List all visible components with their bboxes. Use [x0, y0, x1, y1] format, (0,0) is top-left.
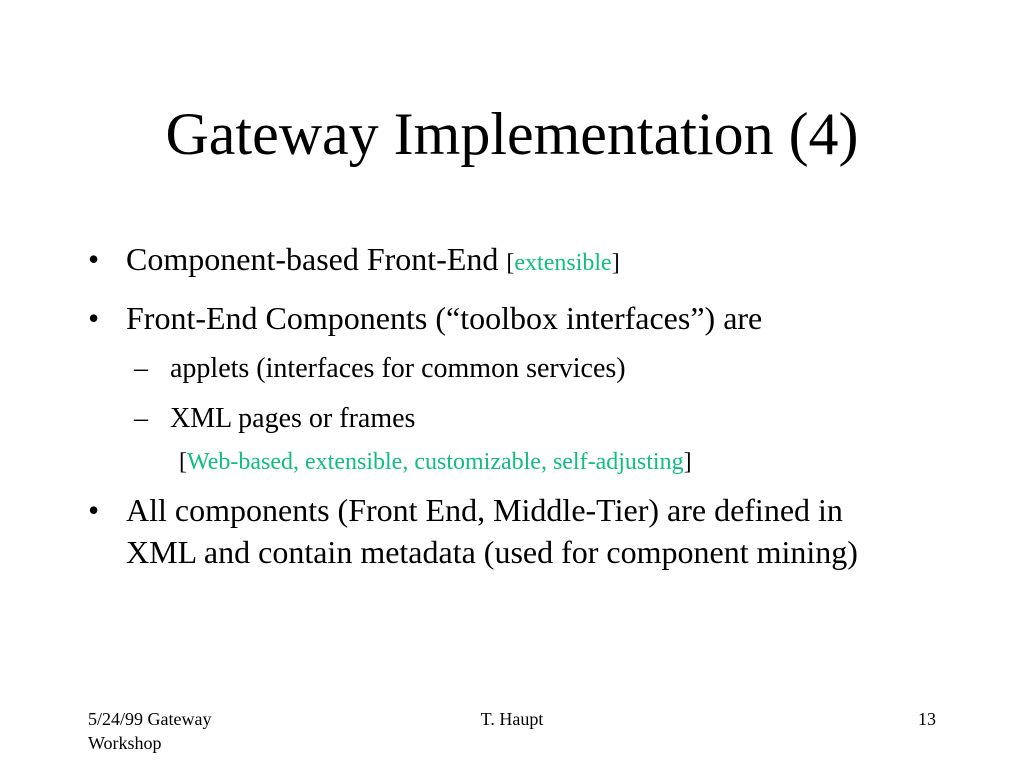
bracket-open: [ — [179, 449, 187, 475]
sub-bullet-marker: – — [134, 403, 148, 434]
accent-text: extensible — [514, 250, 612, 276]
sub-bullet-text: XML pages or frames — [170, 403, 416, 434]
bracket-open: [ — [506, 250, 515, 276]
bullet-marker: • — [88, 492, 100, 528]
sub-bullet-note: [Web-based, extensible, customizable, se… — [179, 447, 692, 477]
bullet-text: Front-End Components (“toolbox interface… — [126, 300, 763, 336]
footer-date-event: 5/24/99 Gateway Workshop — [88, 709, 212, 753]
bracket-close: ] — [683, 449, 692, 475]
footer-page-number: 13 — [918, 709, 936, 729]
bullet-marker: • — [88, 300, 100, 336]
bullet-text: Component-based Front-End [extensible] — [126, 240, 620, 282]
bullet-marker: • — [88, 241, 100, 277]
sub-bullet-marker: – — [134, 353, 148, 384]
bracket-close: ] — [611, 250, 620, 276]
footer-author: T. Haupt — [480, 709, 544, 729]
bullet-text-line-1: All components (Front End, Middle-Tier) … — [126, 492, 843, 528]
bullet-text-main: Component-based Front-End — [126, 241, 507, 277]
accent-text: Web-based, extensible, customizable, sel… — [187, 449, 684, 475]
bullet-text-line-2: XML and contain metadata (used for compo… — [126, 534, 858, 570]
sub-bullet-text: applets (interfaces for common services) — [170, 353, 626, 384]
slide-title: Gateway Implementation (4) — [165, 101, 859, 167]
